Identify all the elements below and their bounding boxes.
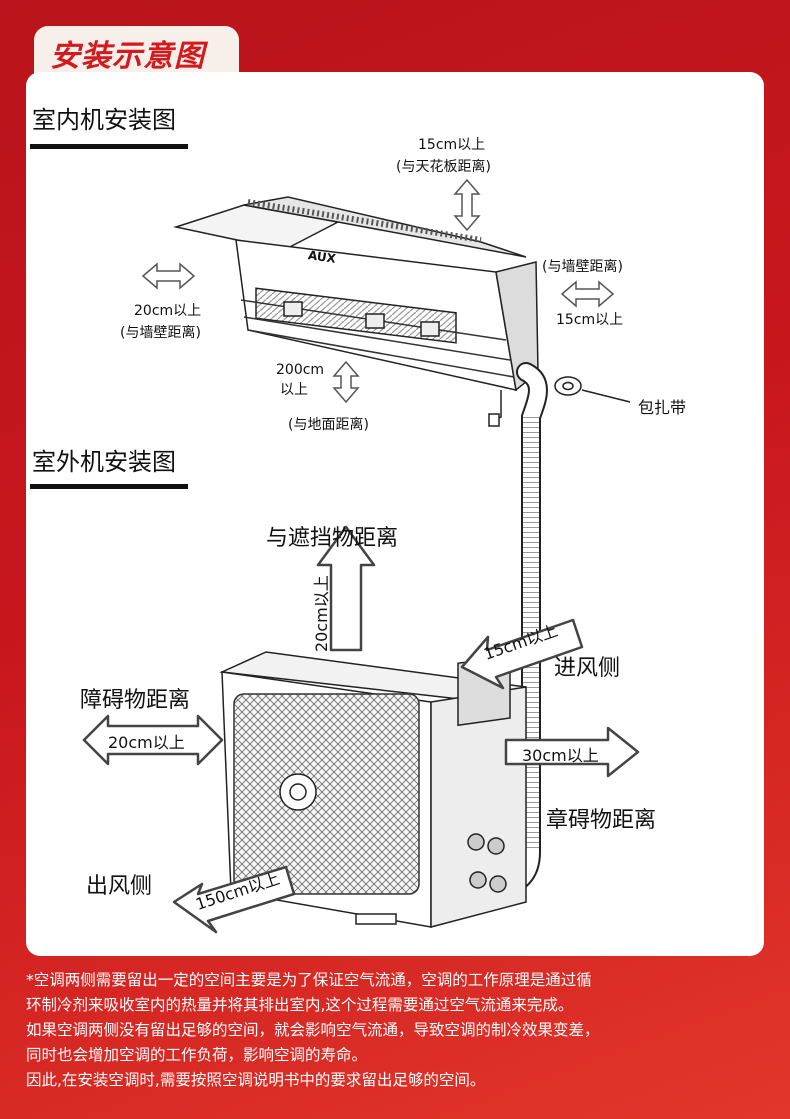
note-line: 因此,在安装空调时,需要按照空调说明书中的要求留出足够的空间。 xyxy=(26,1071,486,1089)
installation-illustration xyxy=(82,178,640,934)
indoor-title-underline xyxy=(30,144,188,149)
outdoor-top-value: 20cm以上 xyxy=(312,575,331,652)
outdoor-title-underline xyxy=(30,484,188,489)
note-line: *空调两侧需要留出一定的空间主要是为了保证空气流通，空调的工作原理是通过循 xyxy=(26,971,592,989)
indoor-left-value: 20cm以上 xyxy=(134,303,202,319)
explanation-notes: *空调两侧需要留出一定的空间主要是为了保证空气流通，空调的工作原理是通过循 环制… xyxy=(26,968,766,1093)
tape-label: 包扎带 xyxy=(638,398,687,417)
header-tab xyxy=(34,26,239,76)
indoor-bottom-value-2: 以上 xyxy=(280,382,308,398)
indoor-bottom-desc: (与地面距离) xyxy=(288,417,369,433)
outdoor-section-title: 室外机安装图 xyxy=(32,448,176,476)
indoor-arrows xyxy=(141,178,615,404)
note-line: 同时也会增加空调的工作负荷，影响空调的寿命。 xyxy=(26,1046,368,1064)
page-title: 安装示意图 xyxy=(50,39,205,74)
outdoor-right-desc: 章碍物距离 xyxy=(546,808,657,833)
tape-roll xyxy=(554,376,631,403)
outdoor-top-desc: 与遮挡物距离 xyxy=(266,526,399,551)
indoor-bottom-value-1: 200cm xyxy=(276,362,325,378)
note-line: 如果空调两侧没有留出足够的空间，就会影响空气流通，导致空调的制冷效果变差， xyxy=(26,1021,600,1039)
note-line: 环制冷剂来吸收室内的热量并将其排出室内,这个过程需要通过空气流通来完成。 xyxy=(26,996,574,1014)
indoor-right-value: 15cm以上 xyxy=(556,312,624,328)
indoor-section-title: 室内机安装图 xyxy=(32,106,176,134)
outdoor-left-value: 20cm以上 xyxy=(108,733,185,752)
indoor-top-desc: (与天花板距离) xyxy=(396,159,491,175)
indoor-top-value: 15cm以上 xyxy=(418,137,486,153)
diagram-panel: 室内机安装图 15cm以上 (与天花板距离) (与墙壁距离) 15cm以上 20… xyxy=(26,72,764,956)
indoor-unit xyxy=(173,196,539,427)
indoor-right-desc: (与墙壁距离) xyxy=(542,259,623,275)
indoor-left-desc: (与墙壁距离) xyxy=(120,325,201,341)
outdoor-intake-desc: 进风侧 xyxy=(554,656,621,681)
outdoor-unit xyxy=(219,651,527,928)
outdoor-right-value: 30cm以上 xyxy=(522,746,599,765)
outdoor-outlet-desc: 出风侧 xyxy=(86,874,153,899)
outdoor-arrows xyxy=(82,525,640,934)
outdoor-left-desc: 障碍物距离 xyxy=(80,688,191,713)
